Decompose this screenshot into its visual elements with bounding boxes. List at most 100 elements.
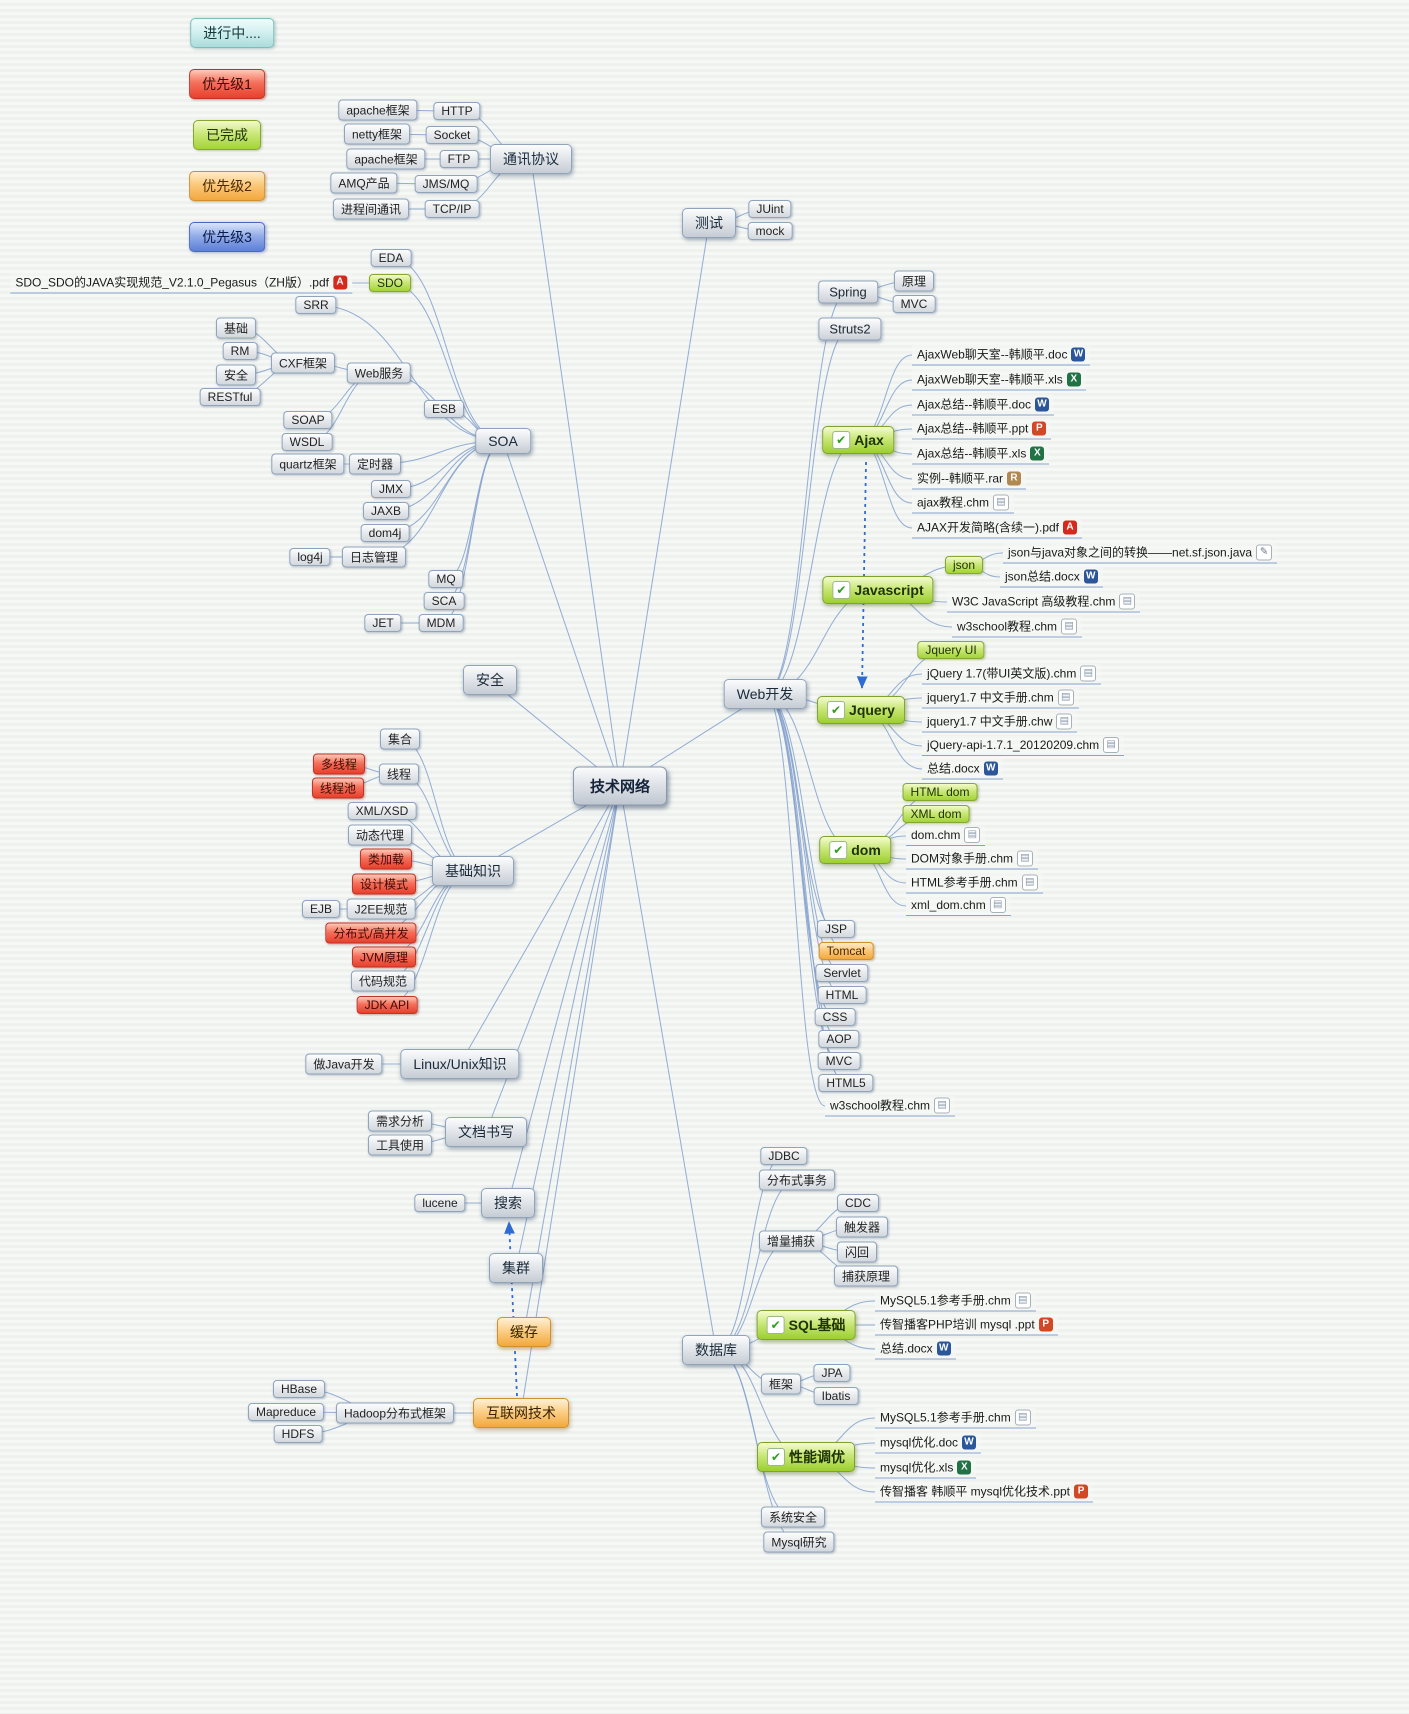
topic-srr[interactable]: SRR: [295, 296, 337, 314]
topic-css[interactable]: CSS: [814, 1008, 856, 1026]
topic-esb[interactable]: ESB: [423, 400, 465, 418]
topic-cxf-security[interactable]: 安全: [215, 364, 257, 386]
topic-json[interactable]: json: [944, 556, 984, 574]
topic-hdfs[interactable]: HDFS: [273, 1425, 323, 1443]
topic-timer[interactable]: 定时器: [348, 453, 402, 475]
topic-class-loading[interactable]: 类加载: [359, 848, 413, 870]
topic-capture-principle[interactable]: 捕获原理: [833, 1265, 899, 1287]
topic-servlet[interactable]: Servlet: [815, 964, 869, 982]
topic-jpa[interactable]: JPA: [813, 1364, 851, 1382]
topic-cxf-framework[interactable]: CXF框架: [270, 352, 336, 374]
topic-netty-framework[interactable]: netty框架: [343, 123, 411, 145]
topic-juint[interactable]: JUint: [748, 200, 792, 218]
file-w3c-js-chm[interactable]: W3C JavaScript 高级教程.chm▤: [947, 591, 1141, 613]
topic-incremental-capture[interactable]: 增量捕获: [758, 1230, 824, 1252]
sdo-pdf[interactable]: SDO_SDO的JAVA实现规范_V2.1.0_Pegasus（ZH版）.pdf…: [10, 272, 352, 294]
topic-jdbc[interactable]: JDBC: [760, 1147, 808, 1165]
topic-mysql-research[interactable]: Mysql研究: [763, 1531, 835, 1553]
file-dom-object-manual-chm[interactable]: DOM对象手册.chm▤: [906, 848, 1039, 870]
topic-mq[interactable]: MQ: [428, 570, 464, 588]
topic-legend-priority-3[interactable]: 优先级3: [189, 222, 265, 252]
topic-hbase[interactable]: HBase: [272, 1380, 326, 1398]
topic-design-patterns[interactable]: 设计模式: [351, 873, 417, 895]
topic-sdo[interactable]: SDO: [368, 274, 412, 292]
topic-xml-xsd[interactable]: XML/XSD: [347, 802, 417, 820]
topic-sca[interactable]: SCA: [423, 592, 465, 610]
file-mysql51-manual-chm-1[interactable]: MySQL5.1参考手册.chm▤: [875, 1290, 1036, 1312]
topic-collections[interactable]: 集合: [379, 728, 421, 750]
file-mysql51-manual-chm-2[interactable]: MySQL5.1参考手册.chm▤: [875, 1407, 1036, 1429]
topic-quartz-framework[interactable]: quartz框架: [271, 453, 345, 475]
topic-ibatis[interactable]: Ibatis: [813, 1387, 859, 1405]
file-html-reference-chm[interactable]: HTML参考手册.chm▤: [906, 872, 1043, 894]
topic-j2ee-spec[interactable]: J2EE规范: [346, 898, 416, 920]
topic-jaxb[interactable]: JAXB: [362, 502, 410, 520]
topic-legend-priority-1[interactable]: 优先级1: [189, 69, 265, 99]
topic-web-dev[interactable]: Web开发: [723, 679, 807, 709]
topic-eda[interactable]: EDA: [370, 249, 412, 267]
topic-system-security[interactable]: 系统安全: [760, 1506, 826, 1528]
topic-distributed-high-concurrency[interactable]: 分布式/高并发: [325, 922, 417, 944]
topic-tomcat[interactable]: Tomcat: [818, 942, 874, 960]
topic-xml-dom[interactable]: XML dom: [902, 805, 970, 823]
topic-cdc[interactable]: CDC: [837, 1194, 879, 1212]
topic-html5[interactable]: HTML5: [818, 1074, 874, 1092]
topic-multi-thread[interactable]: 多线程: [312, 753, 366, 775]
topic-linux-unix[interactable]: Linux/Unix知识: [400, 1049, 520, 1079]
topic-dom4j[interactable]: dom4j: [360, 524, 410, 542]
topic-spring-principle[interactable]: 原理: [893, 270, 935, 292]
file-jquery-17-cn-chm[interactable]: jquery1.7 中文手册.chm▤: [922, 687, 1079, 709]
topic-tool-usage[interactable]: 工具使用: [367, 1134, 433, 1156]
topic-struts2[interactable]: Struts2: [818, 317, 882, 341]
topic-hadoop-framework[interactable]: Hadoop分布式框架: [335, 1402, 455, 1424]
topic-soa[interactable]: SOA: [475, 428, 531, 454]
topic-cache[interactable]: 缓存: [497, 1317, 551, 1347]
topic-ftp[interactable]: FTP: [439, 150, 479, 168]
topic-legend-in-progress[interactable]: 进行中....: [190, 18, 274, 48]
topic-ejb[interactable]: EJB: [301, 900, 341, 918]
topic-amq-product[interactable]: AMQ产品: [330, 172, 398, 194]
topic-code-standard[interactable]: 代码规范: [350, 970, 416, 992]
topic-spring-mvc[interactable]: MVC: [892, 295, 936, 313]
file-jquery-17-en-chm[interactable]: jQuery 1.7(带UI英文版).chm▤: [922, 663, 1102, 685]
topic-internet-tech[interactable]: 互联网技术: [473, 1398, 569, 1428]
topic-security[interactable]: 安全: [463, 665, 517, 695]
topic-jquery[interactable]: ✔Jquery: [817, 696, 905, 724]
topic-framework[interactable]: 框架: [760, 1373, 802, 1395]
topic-soap[interactable]: SOAP: [283, 411, 333, 429]
topic-doc-writing[interactable]: 文档书写: [445, 1117, 527, 1147]
topic-cxf-basic[interactable]: 基础: [215, 317, 257, 339]
topic-legend-priority-2[interactable]: 优先级2: [189, 171, 265, 201]
topic-dynamic-proxy[interactable]: 动态代理: [347, 824, 413, 846]
file-json-convert-java[interactable]: json与java对象之间的转换——net.sf.json.java✎: [1003, 542, 1278, 564]
topic-dom[interactable]: ✔dom: [819, 836, 891, 864]
topic-cxf-rm[interactable]: RM: [222, 342, 258, 360]
topic-do-java-dev[interactable]: 做Java开发: [305, 1053, 383, 1075]
topic-jquery-ui[interactable]: Jquery UI: [917, 641, 985, 659]
topic-comm-protocol[interactable]: 通讯协议: [490, 144, 572, 174]
topic-search[interactable]: 搜索: [481, 1188, 535, 1218]
topic-mock[interactable]: mock: [747, 222, 793, 240]
topic-log4j[interactable]: log4j: [289, 548, 331, 566]
topic-performance-tuning[interactable]: ✔性能调优: [757, 1442, 855, 1472]
topic-javascript[interactable]: ✔Javascript: [822, 576, 934, 604]
topic-mapreduce[interactable]: Mapreduce: [247, 1403, 325, 1421]
topic-threads[interactable]: 线程: [378, 763, 420, 785]
topic-jms-mq[interactable]: JMS/MQ: [414, 175, 478, 193]
topic-basics[interactable]: 基础知识: [432, 856, 514, 886]
topic-apache-framework-2[interactable]: apache框架: [346, 148, 426, 170]
file-w3school-js-chm[interactable]: w3school教程.chm▤: [952, 616, 1083, 638]
topic-jvm-principle[interactable]: JVM原理: [351, 946, 417, 968]
topic-mvc[interactable]: MVC: [817, 1052, 861, 1070]
file-w3school-web-chm[interactable]: w3school教程.chm▤: [825, 1095, 956, 1117]
topic-ipc[interactable]: 进程间通讯: [332, 198, 410, 220]
